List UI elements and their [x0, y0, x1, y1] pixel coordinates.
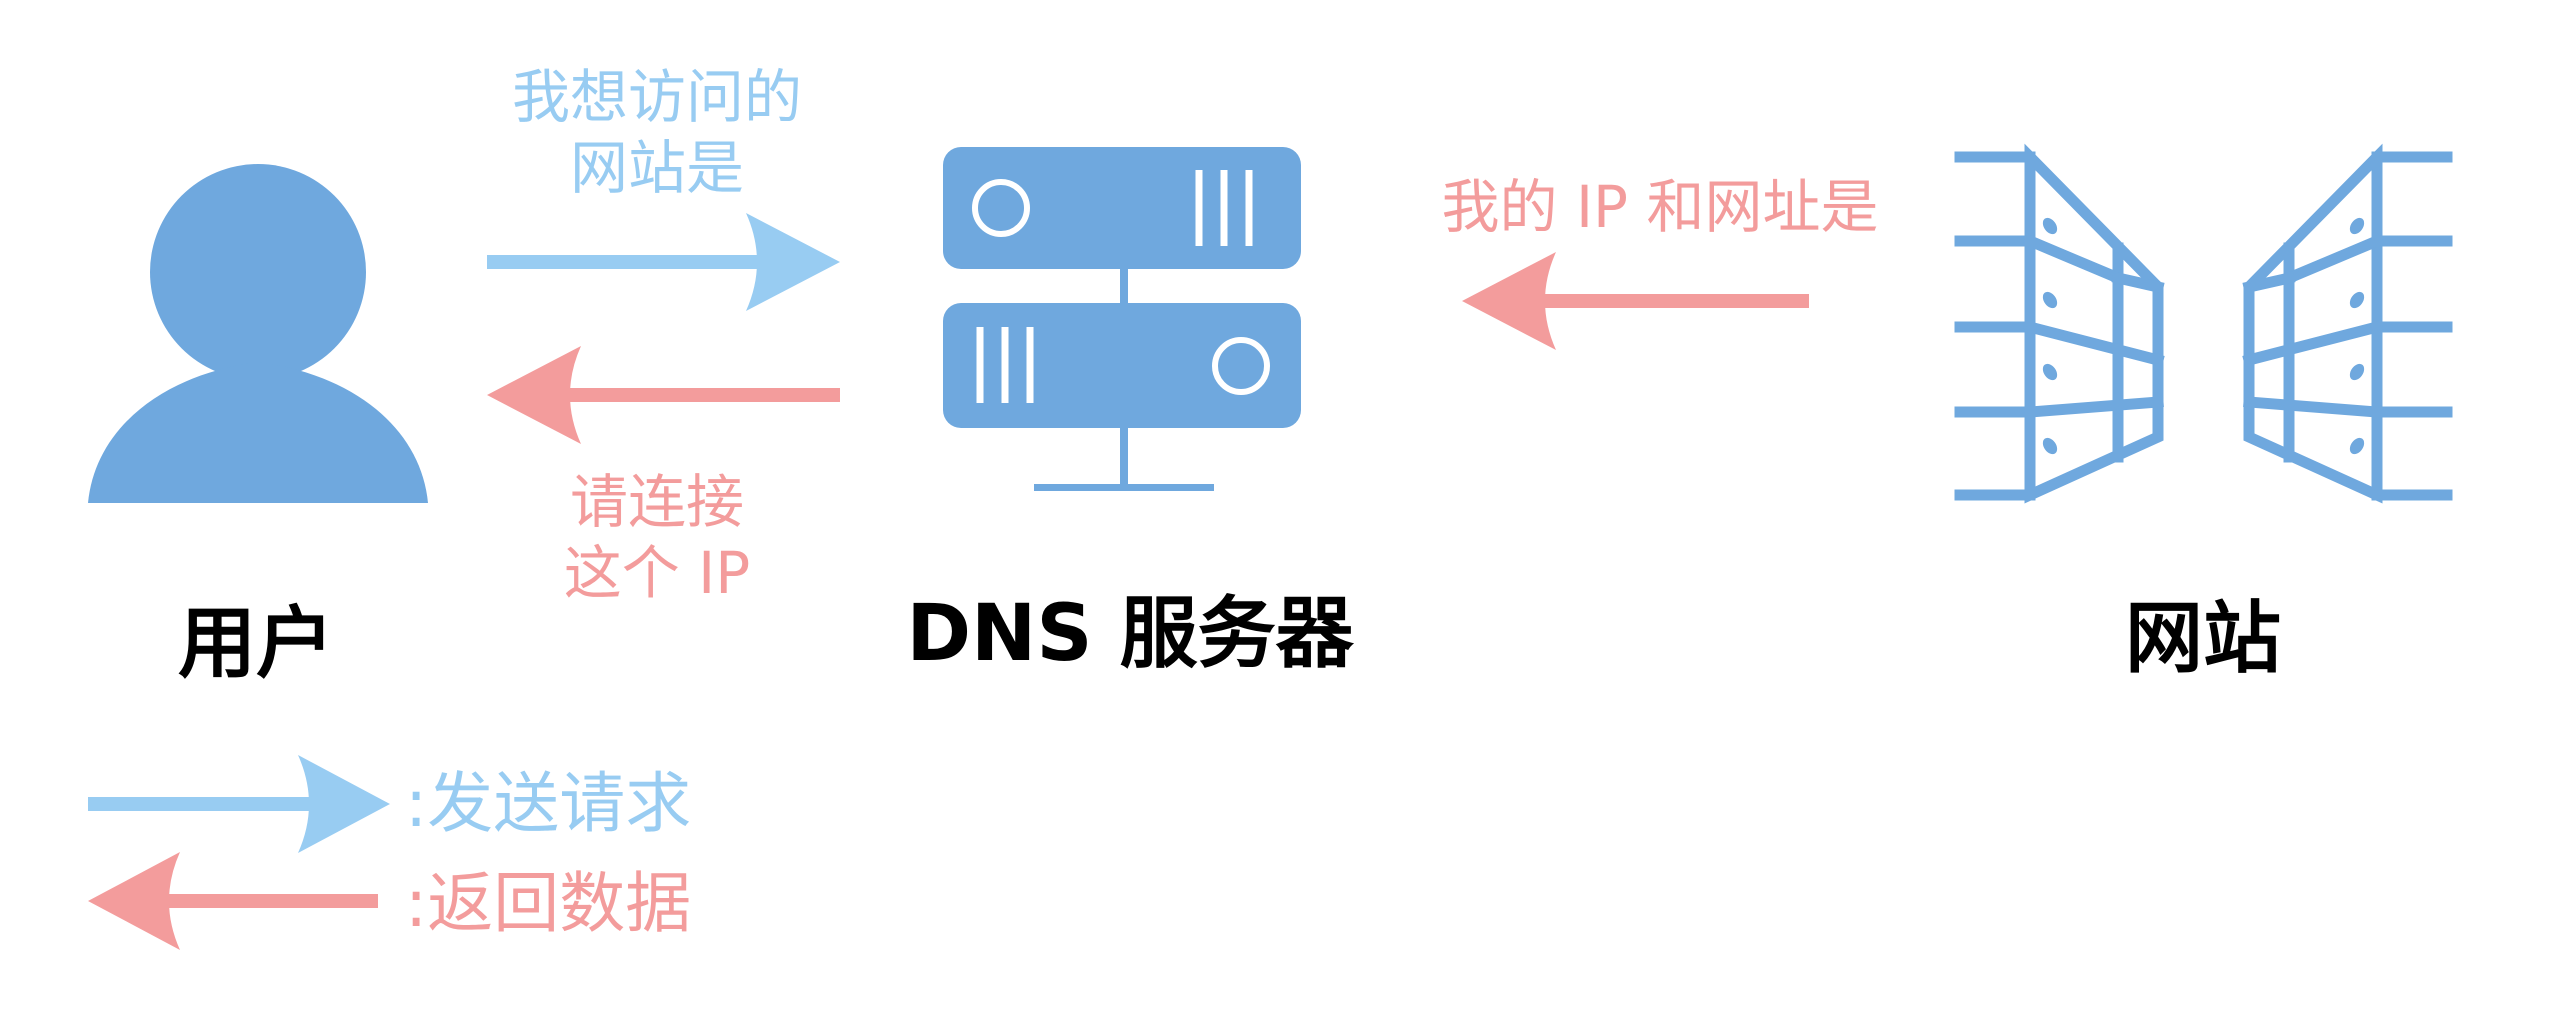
edge-label-website-response: 我的 IP 和网址是	[1442, 173, 1879, 241]
edge-label-connect-line2: 这个 IP	[564, 539, 751, 607]
node-label-dns: DNS 服务器	[906, 589, 1354, 679]
edge-label-request-line2: 网站是	[570, 134, 744, 202]
legend-request-arrow	[88, 755, 390, 853]
website-icon	[1954, 143, 2453, 504]
edge-label-request-line1: 我想访问的	[512, 63, 802, 131]
arrow-website-to-dns	[1462, 252, 1809, 350]
node-label-user: 用户	[178, 599, 334, 689]
legend: :发送请求 :返回数据	[88, 755, 691, 950]
legend-request-label: :发送请求	[405, 765, 691, 842]
user-icon	[88, 164, 428, 503]
legend-response-arrow	[88, 852, 378, 950]
arrow-user-to-dns	[487, 213, 840, 311]
server-icon	[943, 147, 1301, 491]
arrow-dns-to-user	[487, 346, 840, 444]
legend-response-label: :返回数据	[405, 865, 691, 942]
website-windows	[2042, 217, 2365, 455]
node-label-website: 网站	[2125, 594, 2281, 684]
edge-label-connect-line1: 请连接	[570, 468, 744, 536]
